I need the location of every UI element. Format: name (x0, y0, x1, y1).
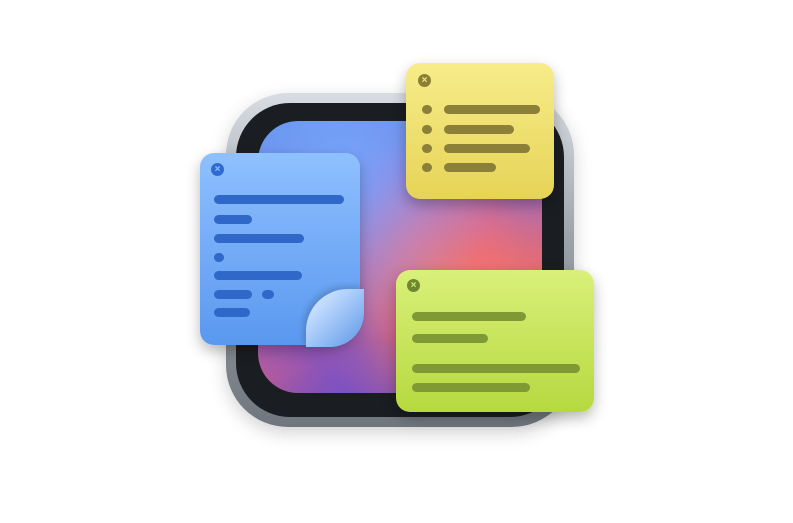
text-line (214, 290, 252, 299)
text-bullet (214, 253, 224, 262)
close-icon: × (211, 163, 224, 176)
list-bullet (422, 125, 432, 134)
text-line (214, 195, 344, 204)
list-line (444, 105, 540, 114)
close-icon: × (418, 74, 431, 87)
list-line (444, 163, 496, 172)
sticky-note-blue: × (200, 153, 364, 347)
text-line (412, 383, 530, 392)
sticky-note-yellow: × (406, 63, 554, 199)
sticky-note-green: × (396, 270, 594, 412)
text-line (214, 308, 250, 317)
text-line (214, 271, 302, 280)
text-line (214, 234, 304, 243)
list-line (444, 125, 514, 134)
text-bullet (262, 290, 274, 299)
close-icon: × (407, 279, 420, 292)
text-line (412, 364, 580, 373)
text-line (214, 215, 252, 224)
list-bullet (422, 105, 432, 114)
list-bullet (422, 144, 432, 153)
text-line (412, 334, 488, 343)
list-line (444, 144, 530, 153)
list-bullet (422, 163, 432, 172)
text-line (412, 312, 526, 321)
